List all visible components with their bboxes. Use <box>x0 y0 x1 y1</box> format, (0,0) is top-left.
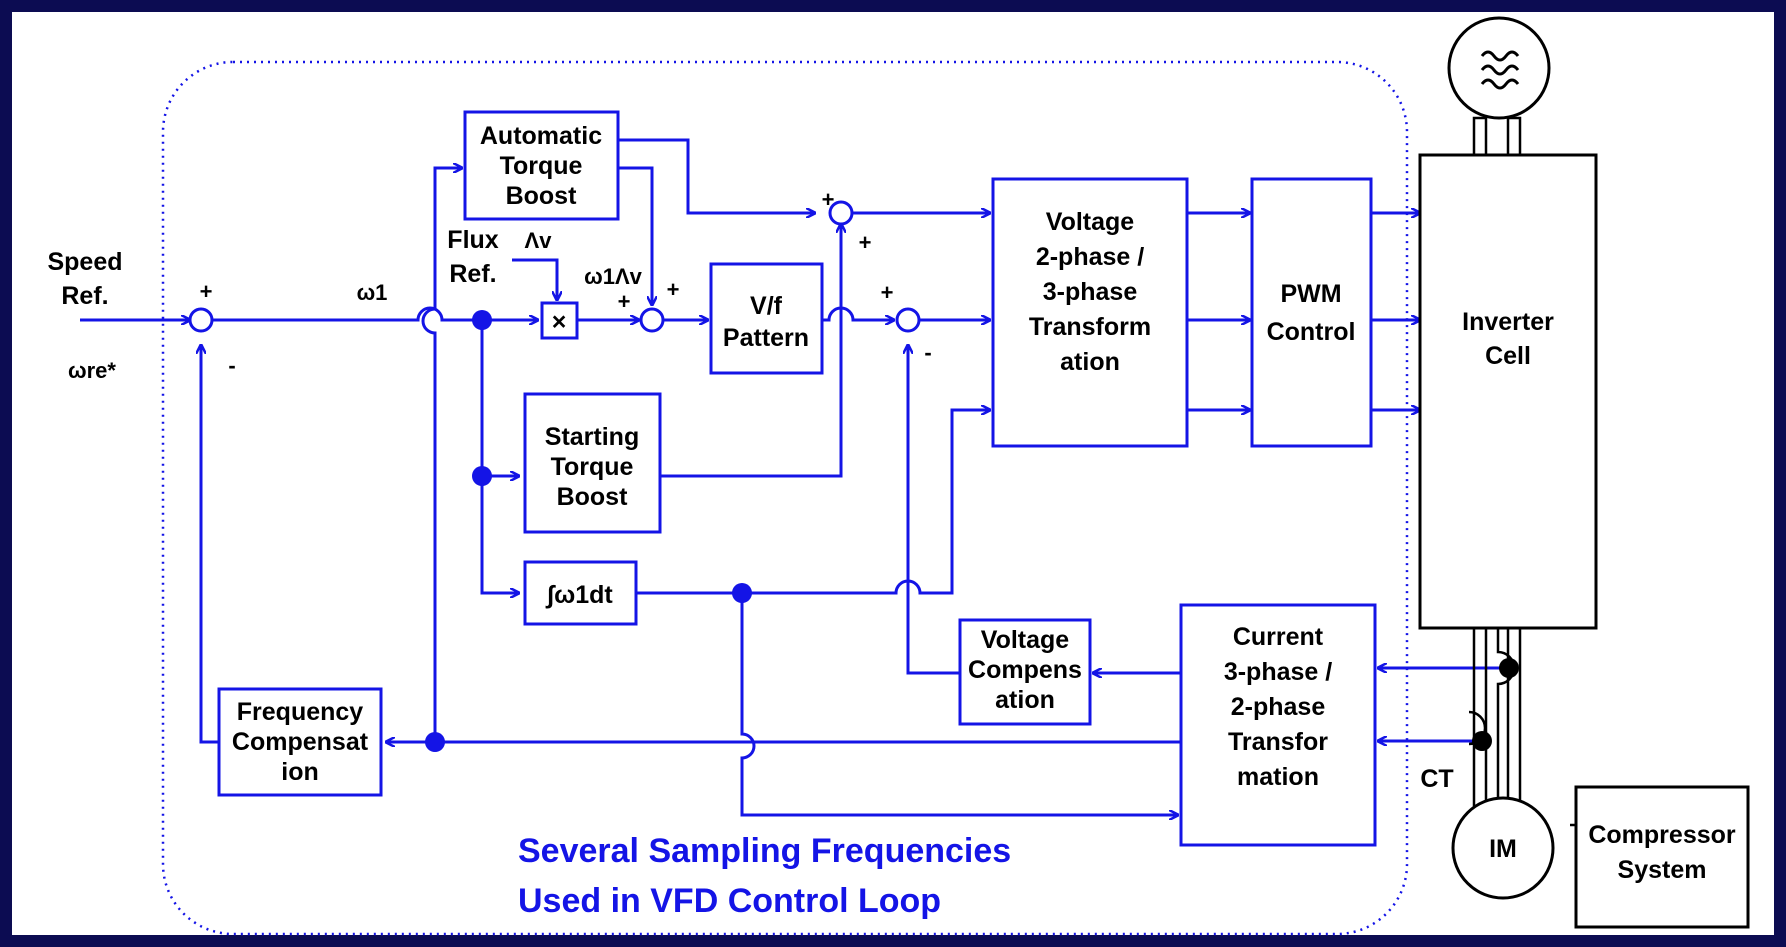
caption-line-1: Several Sampling Frequencies <box>518 832 1011 870</box>
voltage-compensation-block <box>958 618 1092 726</box>
wire-theta <box>636 410 990 595</box>
start-torque-label-1: Starting <box>545 423 639 451</box>
sign-plus: + <box>200 279 213 304</box>
auto-torque-label-1: Automatic <box>480 122 602 150</box>
ac-source-icon <box>1447 16 1551 120</box>
ct-block-label-1: Current <box>1233 623 1324 651</box>
vf-label-1: V/f <box>750 292 783 320</box>
junction-dot <box>732 583 752 603</box>
wire-omega1 <box>212 306 538 320</box>
sign-minus: - <box>228 353 235 378</box>
wire-fb-atb <box>421 168 462 742</box>
pwm-label-1: PWM <box>1280 280 1341 308</box>
speed-ref-label-1: Speed <box>47 248 122 276</box>
omega1-label: ω1 <box>357 280 388 305</box>
flux-symbol: Λv <box>525 228 553 253</box>
wire-vc <box>908 345 960 675</box>
ct-sensor-label: CT <box>1420 765 1453 793</box>
starting-torque-boost-block <box>523 392 662 534</box>
caption-line-2: Used in VFD Control Loop <box>518 882 941 920</box>
sign-plus: + <box>667 277 680 302</box>
wire-atb-1 <box>618 138 815 213</box>
flux-ref-label-1: Flux <box>447 226 498 254</box>
vc-label-1: Voltage <box>981 626 1070 654</box>
speed-ref-symbol: ωre* <box>68 358 116 383</box>
ct-block-label-4: Transfor <box>1228 728 1328 756</box>
integrator-label: ∫ω1dt <box>545 581 613 609</box>
wire-fc-sum <box>201 345 219 744</box>
ct-block-label-3: 2-phase <box>1231 693 1326 721</box>
vc-label-2: Compens <box>968 656 1082 684</box>
start-torque-label-3: Boost <box>557 483 629 511</box>
ct-sensor-dot <box>1499 658 1519 678</box>
fc-label-1: Frequency <box>237 698 364 726</box>
compressor-system-block <box>1574 785 1750 929</box>
sign-plus: + <box>881 280 894 305</box>
wire-theta-to-ct <box>740 593 1178 815</box>
induction-motor <box>1451 796 1555 900</box>
wire-stb <box>660 224 841 478</box>
start-torque-label-2: Torque <box>551 453 634 481</box>
wire-atb-2 <box>618 166 652 305</box>
vt-label-3: 3-phase <box>1043 278 1138 306</box>
compressor-label-2: System <box>1618 856 1707 884</box>
fc-label-2: Compensat <box>232 728 369 756</box>
ct-sensor-dot <box>1472 731 1492 751</box>
ct-block-label-2: 3-phase / <box>1224 658 1332 686</box>
wire-flux-ref <box>512 258 557 300</box>
wire-branch-integrator <box>480 320 519 593</box>
junction-dot <box>472 310 492 330</box>
compressor-label-1: Compressor <box>1588 821 1736 849</box>
product-label: ω1Λv <box>584 264 642 289</box>
vt-label-2: 2-phase / <box>1036 243 1144 271</box>
summing-junction-vd <box>895 307 921 333</box>
fc-label-3: ion <box>281 758 319 786</box>
voltage-transform-block <box>991 177 1189 448</box>
sign-plus: + <box>822 187 835 212</box>
auto-torque-boost-block <box>463 110 620 221</box>
integrator-block <box>523 560 638 626</box>
sign-plus: + <box>859 230 872 255</box>
vc-label-3: ation <box>995 686 1055 714</box>
sign-minus: - <box>924 340 931 365</box>
junction-dot <box>472 466 492 486</box>
auto-torque-label-2: Torque <box>500 152 583 180</box>
sign-plus: + <box>618 289 631 314</box>
pwm-label-2: Control <box>1267 318 1356 346</box>
speed-ref-label-2: Ref. <box>61 282 108 310</box>
junction-dot <box>425 732 445 752</box>
summing-junction-speed <box>188 307 214 333</box>
vt-label-5: ation <box>1060 348 1120 376</box>
inverter-label-2: Cell <box>1485 342 1531 370</box>
current-transform-block <box>1179 603 1377 847</box>
multiplier-label: × <box>552 308 567 336</box>
frequency-compensation-block <box>217 687 383 797</box>
vt-label-4: Transform <box>1029 313 1151 341</box>
pwm-control-block <box>1250 177 1373 448</box>
summing-junction-vq <box>828 200 854 226</box>
vf-label-2: Pattern <box>723 324 809 352</box>
vt-label-1: Voltage <box>1046 208 1135 236</box>
ct-block-label-5: mation <box>1237 763 1319 791</box>
auto-torque-label-3: Boost <box>506 182 578 210</box>
vf-pattern-block <box>709 262 824 375</box>
inverter-cell-block <box>1418 153 1598 630</box>
flux-ref-label-2: Ref. <box>449 260 496 288</box>
motor-label: IM <box>1489 835 1517 863</box>
summing-junction-boost <box>639 307 665 333</box>
inverter-label-1: Inverter <box>1462 308 1554 336</box>
multiplier-block <box>540 301 579 340</box>
